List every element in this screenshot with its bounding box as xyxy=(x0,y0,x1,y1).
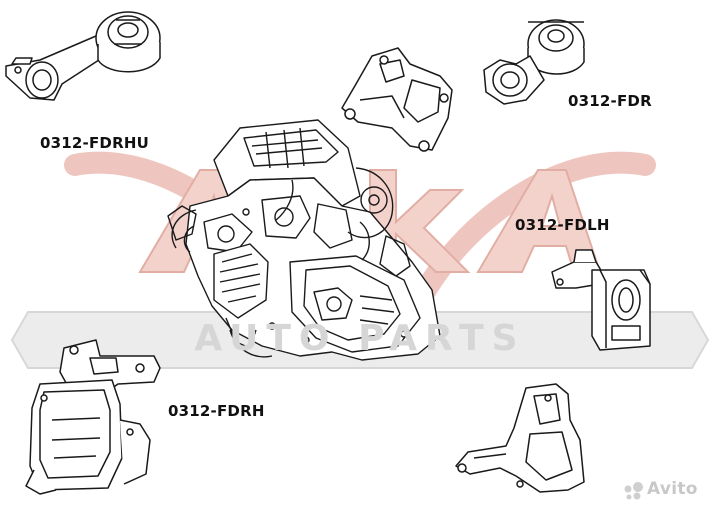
mount-fdlh xyxy=(551,249,651,351)
mount-bracket-bottom xyxy=(455,383,585,493)
avito-dots-icon xyxy=(624,482,643,500)
part-label-fdrhu: 0312-FDRHU xyxy=(40,134,149,152)
mount-fdrhu xyxy=(5,11,161,101)
mount-bracket-top xyxy=(341,47,453,152)
part-label-fdlh: 0312-FDLH xyxy=(515,216,610,234)
engine-assembly xyxy=(167,119,441,361)
avito-logo: Avito xyxy=(622,478,714,502)
mount-fdr xyxy=(483,19,585,105)
watermark-tagline: AUTO PARTS xyxy=(194,318,526,359)
mount-fdrh xyxy=(25,339,161,495)
part-label-fdr: 0312-FDR xyxy=(568,92,652,110)
part-label-fdrh: 0312-FDRH xyxy=(168,402,265,420)
avito-wordmark: Avito xyxy=(647,479,698,499)
